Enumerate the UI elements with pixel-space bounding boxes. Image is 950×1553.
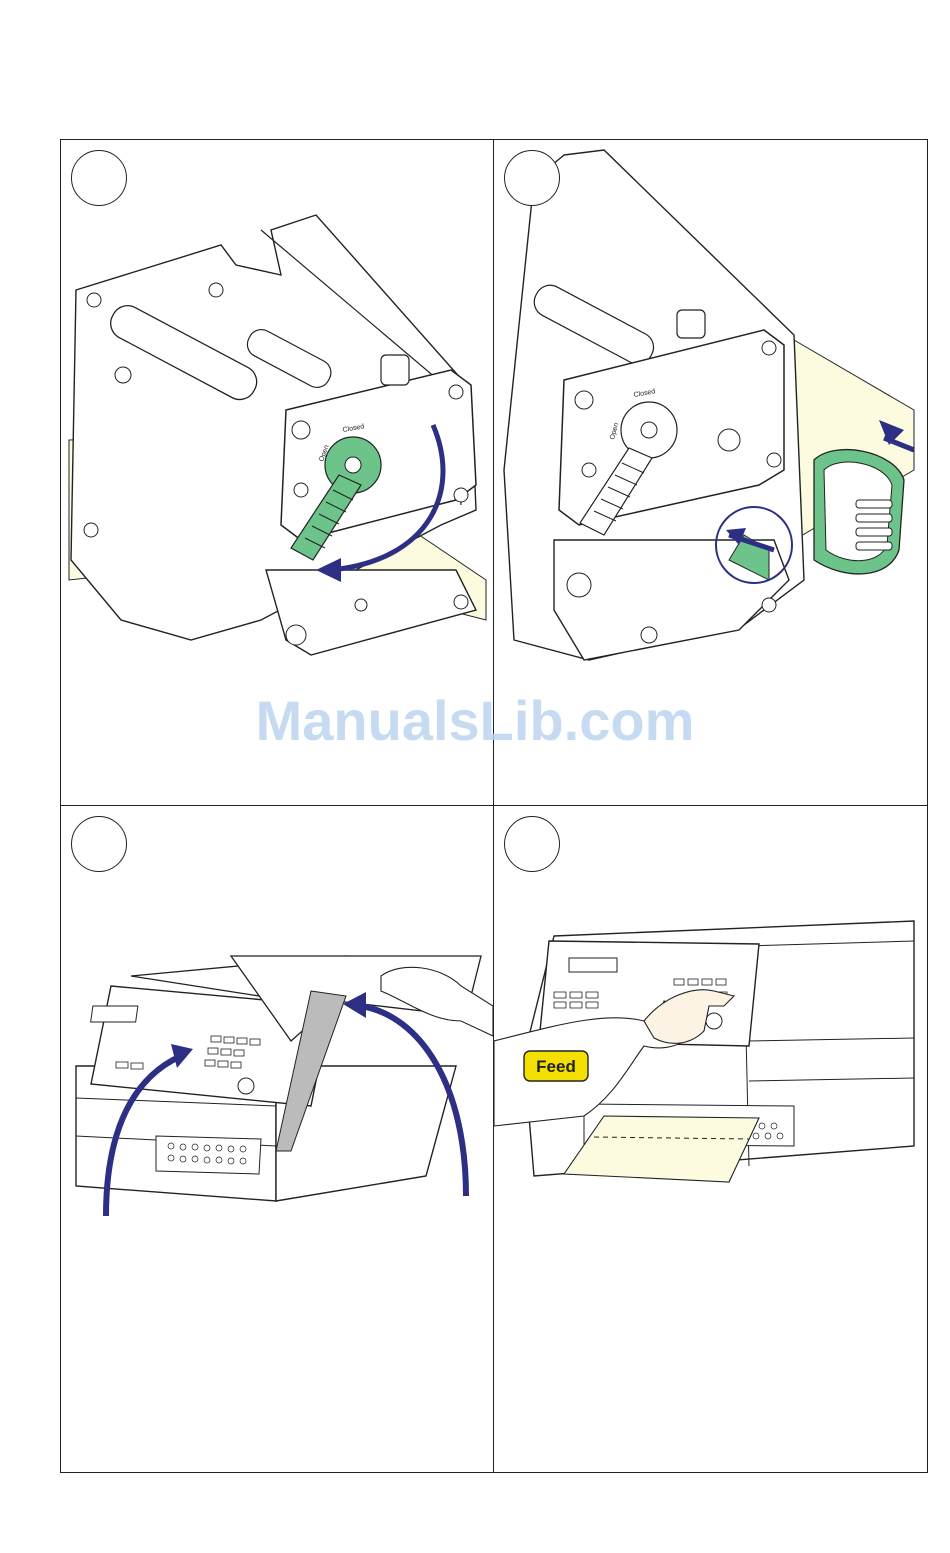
step-number-circle [71,816,127,872]
step-panel-3 [61,806,493,1473]
step-number-circle [504,816,560,872]
display-screen [91,1006,138,1022]
step-panel-2: Open Closed [494,140,928,805]
printhead-open-illustration: Open Closed [61,140,493,805]
display-screen [569,958,617,972]
close-cover-illustration [61,806,493,1473]
instruction-grid: Open Closed [60,139,928,1473]
media-insert-illustration: Open Closed [494,140,928,805]
adjust-knob [381,355,409,385]
step-panel-1: Open Closed [61,140,493,805]
feed-button-label: Feed [536,1057,576,1076]
step-panel-4: Feed [494,806,928,1473]
adjust-knob [677,310,705,338]
feed-media-illustration: Feed [494,806,928,1473]
step-number-circle [504,150,560,206]
step-number-circle [71,150,127,206]
